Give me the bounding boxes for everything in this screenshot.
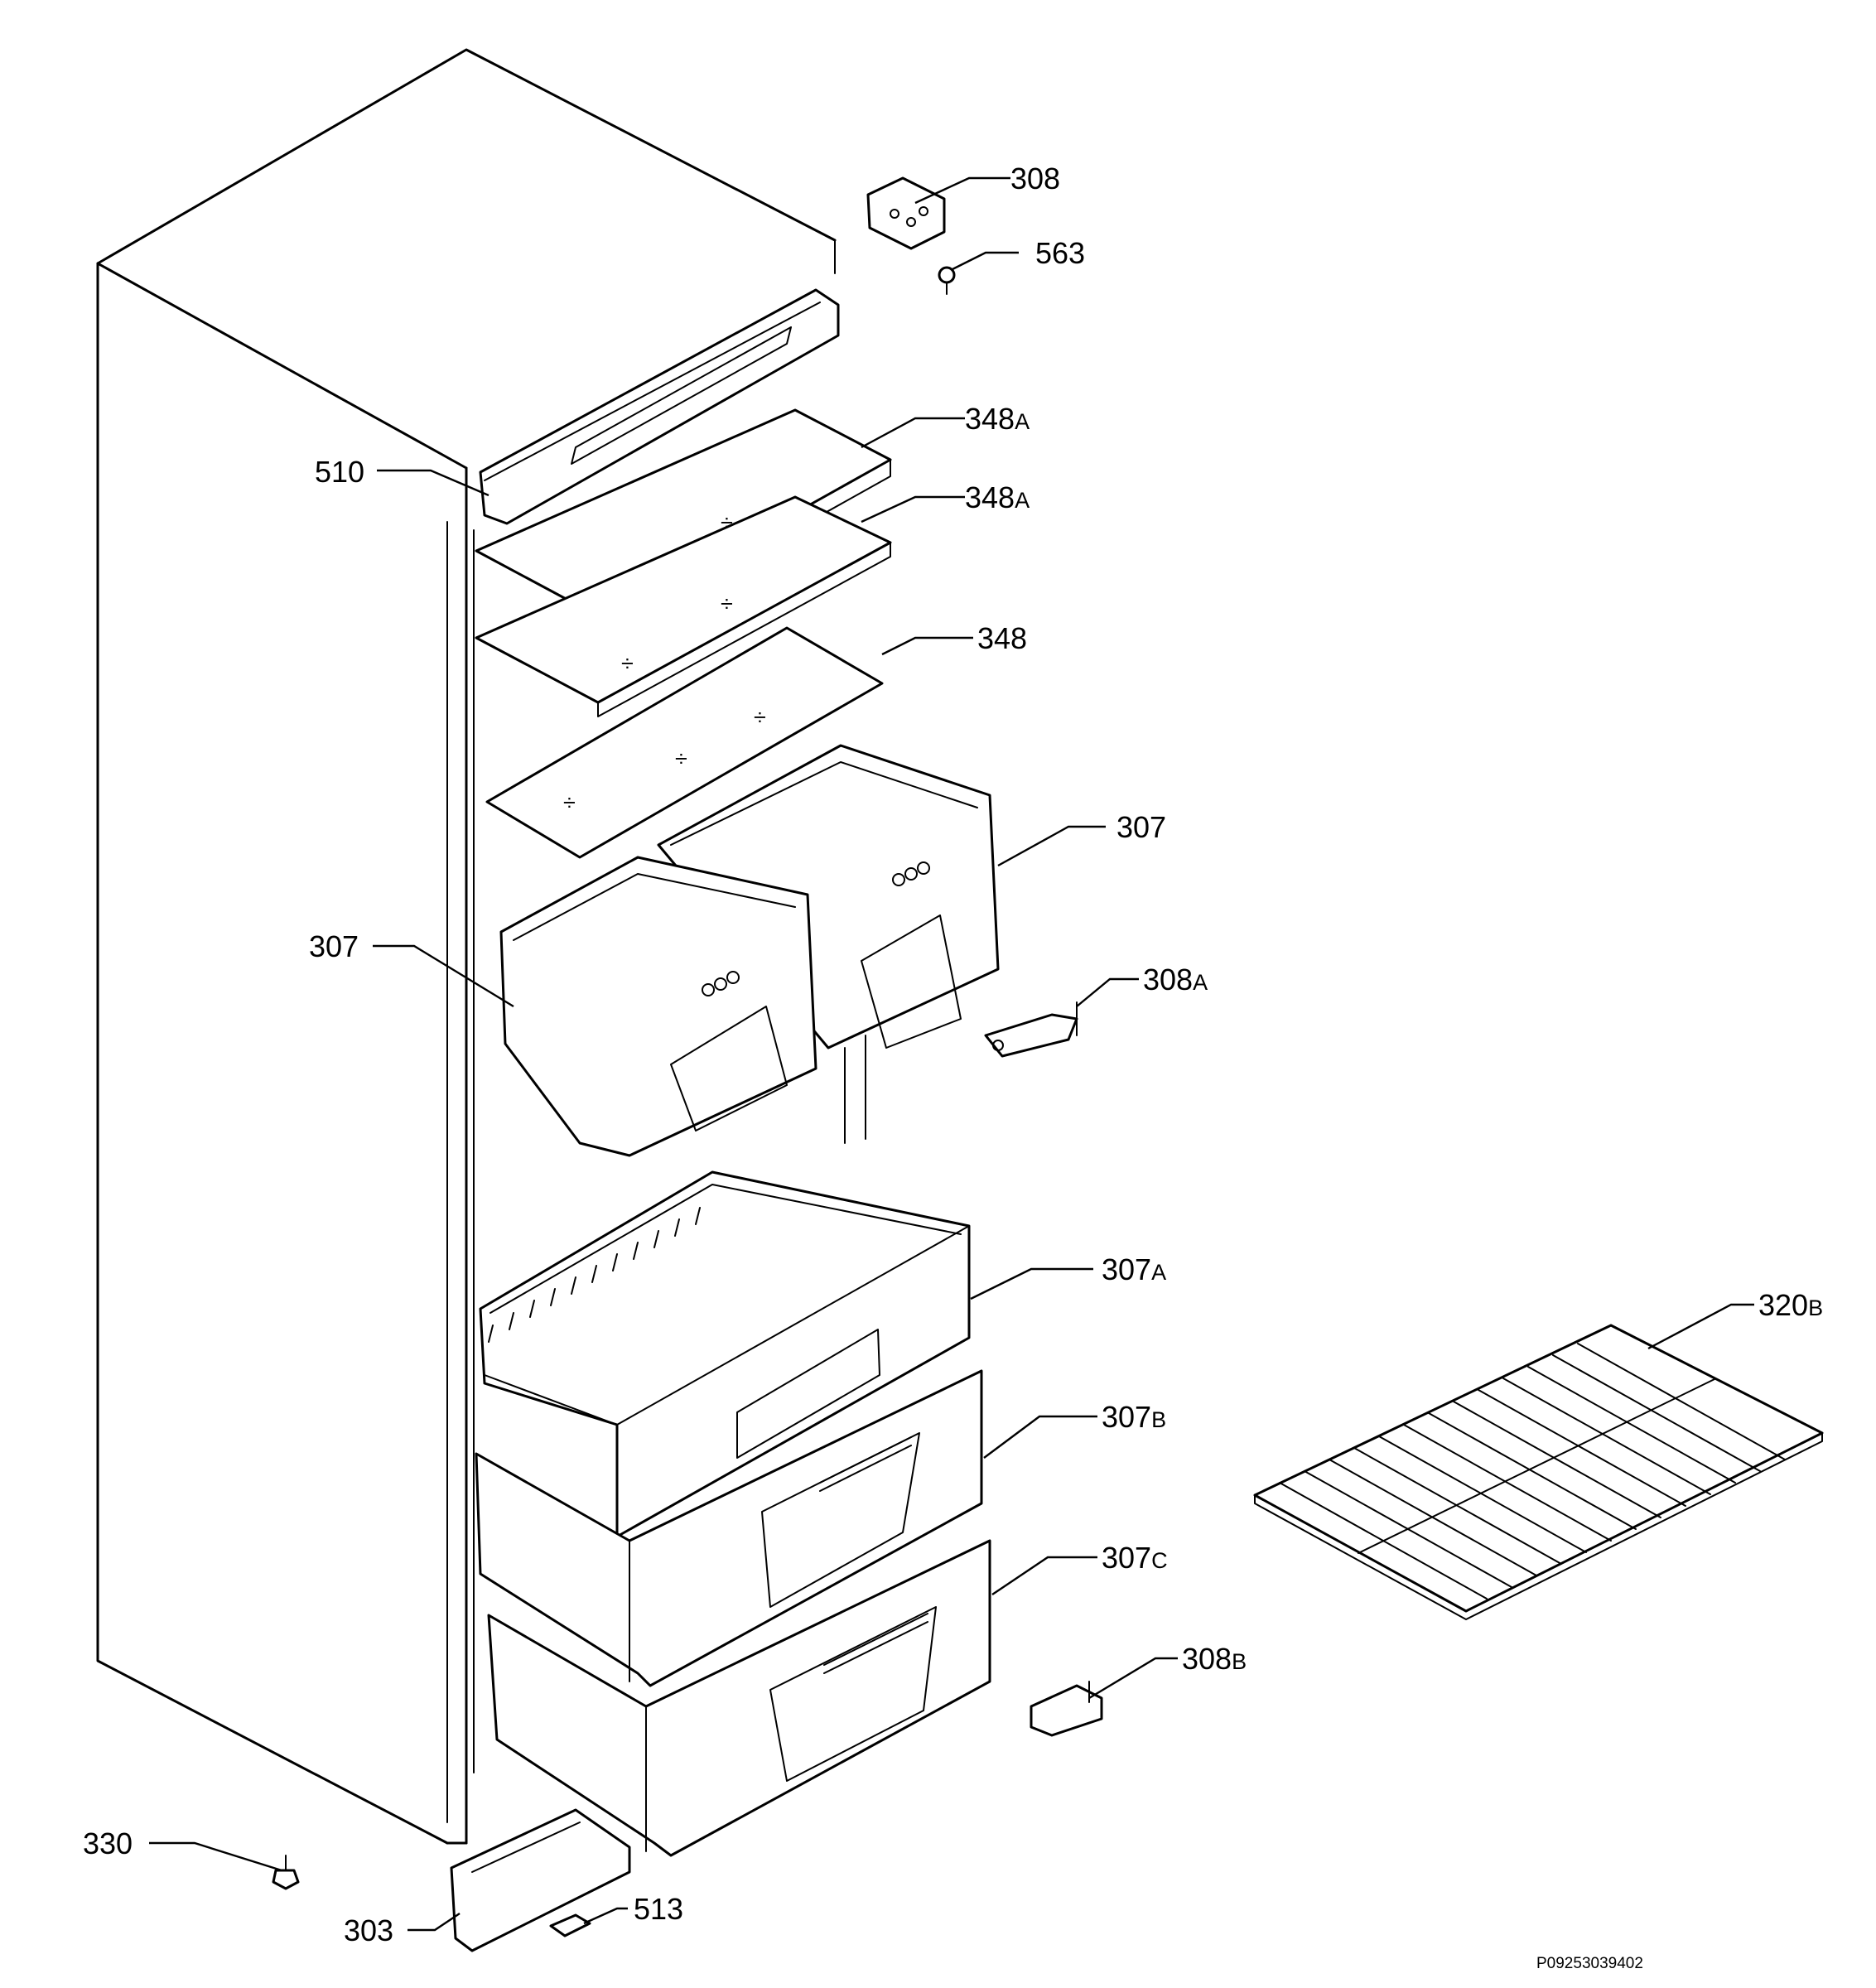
drawer-307-right	[657, 744, 1000, 1144]
foot-330	[272, 1855, 300, 1890]
callout-510: 510	[315, 455, 364, 489]
callout-348a-lower: 348A	[965, 480, 1030, 514]
cabinet-body	[96, 48, 837, 1845]
clip-513	[549, 1913, 591, 1937]
svg-text:÷: ÷	[675, 746, 687, 771]
top-hinge-308	[866, 176, 946, 250]
callout-307-left: 307	[309, 929, 359, 963]
callout-303: 303	[344, 1913, 393, 1947]
callout-307b: 307B	[1102, 1400, 1166, 1434]
callout-513: 513	[634, 1892, 683, 1926]
callout-348: 348	[977, 621, 1027, 655]
shelf-348a-lower: ÷ ÷	[475, 495, 892, 717]
wire-shelf-320b	[1253, 1324, 1824, 1620]
plinth-303	[450, 1808, 631, 1952]
leader-lines	[149, 176, 1754, 1932]
top-handle-cover	[479, 288, 840, 525]
middle-hinge-308a	[984, 1001, 1078, 1058]
bottom-hinge-308b	[1030, 1681, 1103, 1737]
drawer-307-left	[499, 856, 817, 1157]
drawer-307b	[475, 1369, 983, 1687]
svg-text:÷: ÷	[621, 651, 634, 676]
drawer-307a	[479, 1170, 971, 1538]
pin-563	[938, 266, 956, 295]
shelf-348-glass: ÷ ÷ ÷	[485, 626, 884, 859]
callout-330: 330	[83, 1826, 133, 1860]
callout-320b: 320B	[1758, 1288, 1823, 1322]
callout-307c: 307C	[1102, 1541, 1168, 1575]
callout-308b: 308B	[1182, 1642, 1247, 1676]
svg-text:÷: ÷	[721, 591, 733, 616]
callout-308: 308	[1010, 162, 1060, 195]
svg-text:÷: ÷	[563, 790, 576, 815]
callout-307a: 307A	[1102, 1252, 1166, 1286]
svg-text:÷: ÷	[754, 705, 766, 730]
callout-563: 563	[1035, 236, 1085, 270]
figure-code: P09253039402	[1536, 1955, 1643, 1972]
callout-348a-upper: 348A	[965, 402, 1030, 436]
callout-307-right: 307	[1116, 810, 1166, 844]
callout-308a: 308A	[1143, 963, 1208, 996]
drawer-307c	[487, 1539, 991, 1857]
